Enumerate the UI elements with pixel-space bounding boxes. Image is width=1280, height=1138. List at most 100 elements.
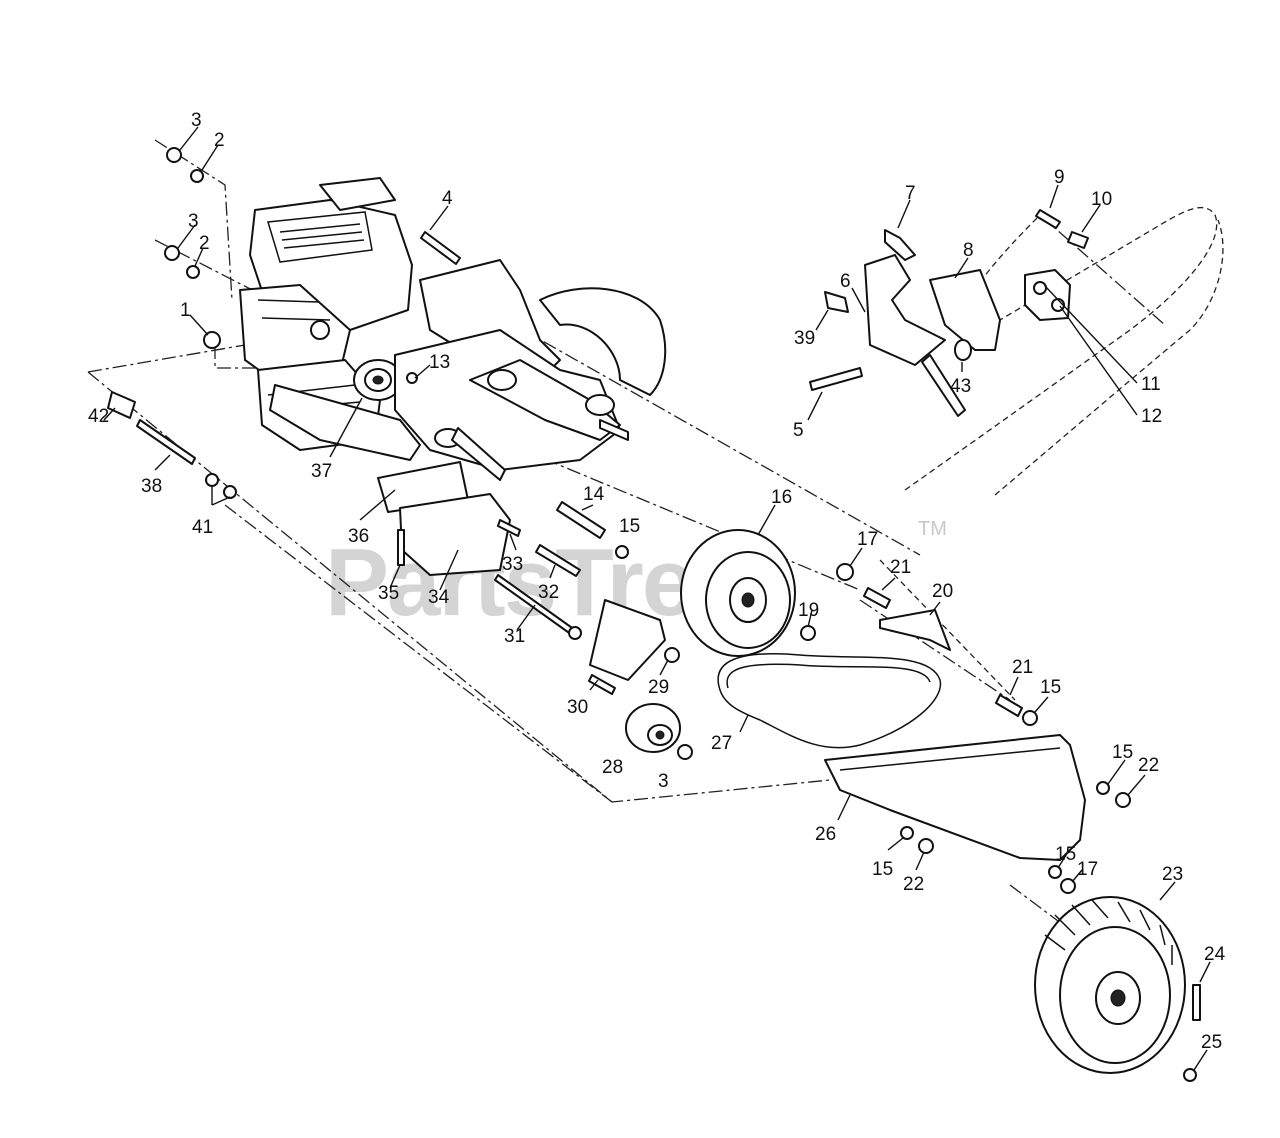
washer-41b [223, 485, 237, 499]
callout-c15d: 15 [872, 859, 893, 880]
nut-1 [203, 331, 221, 349]
callout-c3b: 3 [188, 211, 199, 232]
callout-c17a: 17 [857, 529, 878, 550]
washer-41a [205, 473, 219, 487]
callout-c6: 6 [840, 271, 851, 292]
idler-pulley-28 [625, 703, 681, 753]
stake-clip [1024, 269, 1071, 321]
callout-c30: 30 [567, 697, 588, 718]
bolt-35 [397, 529, 405, 566]
spacer-39 [824, 291, 849, 313]
transmission-frame [269, 259, 667, 481]
bolt-5 [809, 367, 863, 391]
guard-34 [399, 493, 511, 576]
washer-15b [1022, 710, 1038, 726]
callout-c8: 8 [963, 240, 974, 261]
washer-15e [1048, 865, 1062, 879]
bolt-30 [588, 674, 616, 695]
callout-c23: 23 [1162, 864, 1183, 885]
belt-27 [717, 653, 942, 749]
callout-c33: 33 [502, 554, 523, 575]
depth-stake-inset [809, 206, 1224, 496]
callout-c22a: 22 [1138, 755, 1159, 776]
callout-c5: 5 [793, 420, 804, 441]
belt-cover-26 [824, 734, 1086, 861]
callout-c19: 19 [798, 600, 819, 621]
callout-c39: 39 [794, 328, 815, 349]
callout-c25: 25 [1201, 1032, 1222, 1053]
spacer-21b [995, 694, 1023, 717]
bolt-4 [420, 231, 461, 265]
callout-c1: 1 [180, 300, 191, 321]
callout-c16: 16 [771, 487, 792, 508]
washer-15c [1096, 781, 1110, 795]
callout-c28: 28 [602, 757, 623, 778]
callout-c21b: 21 [1012, 657, 1033, 678]
key-19 [800, 625, 816, 641]
callout-c37: 37 [311, 461, 332, 482]
spacer-14 [556, 501, 606, 539]
callout-c13: 13 [429, 352, 450, 373]
callout-c12: 12 [1141, 406, 1162, 427]
callout-c15b: 15 [1040, 677, 1061, 698]
callout-c10: 10 [1091, 189, 1112, 210]
nut-3c [677, 744, 693, 760]
callout-c17b: 17 [1077, 859, 1098, 880]
callout-c3c: 3 [658, 771, 669, 792]
washer-15 [615, 545, 629, 559]
clip-25 [1183, 1068, 1197, 1082]
callout-c41: 41 [192, 517, 213, 538]
clip-10 [1067, 231, 1089, 249]
callout-c38: 38 [141, 476, 162, 497]
pin-43 [921, 354, 966, 417]
washer-2a [190, 169, 204, 183]
callout-c31: 31 [504, 626, 525, 647]
nut-29 [664, 647, 680, 663]
nut-3b [164, 245, 180, 261]
pin-24 [1192, 984, 1201, 1021]
callout-c24: 24 [1204, 944, 1226, 965]
callout-c9: 9 [1054, 167, 1065, 188]
callout-c43: 43 [950, 376, 971, 397]
callout-c11: 11 [1141, 374, 1161, 395]
callout-c42: 42 [88, 406, 109, 427]
callout-c15c: 15 [1112, 742, 1133, 763]
callout-c3a: 3 [191, 110, 202, 131]
callout-c15e: 15 [1055, 844, 1076, 865]
bolt-38 [136, 419, 196, 465]
callout-c22b: 22 [903, 874, 924, 895]
tine-pulley-16 [680, 529, 796, 657]
washer-2b [186, 265, 200, 279]
cap-22b [918, 838, 934, 854]
stud-32 [535, 544, 581, 577]
washer-15d [900, 826, 914, 840]
callout-c15a: 15 [619, 516, 640, 537]
spring-13 [406, 372, 418, 384]
engine [239, 177, 413, 451]
callout-c14: 14 [583, 484, 605, 505]
nut-3a [166, 147, 182, 163]
callout-c27: 27 [711, 733, 732, 754]
callout-c32: 32 [538, 582, 559, 603]
cap-22a [1115, 792, 1131, 808]
nut-17b [1060, 878, 1076, 894]
engine-pulley [353, 359, 403, 401]
callout-c35: 35 [378, 583, 399, 604]
pin-7 [884, 229, 916, 261]
callout-c7: 7 [905, 183, 916, 204]
callout-c34: 34 [428, 587, 450, 608]
spacer-42 [107, 391, 136, 419]
bolt-9 [1035, 209, 1061, 229]
watermark-trademark: TM [918, 518, 947, 540]
nut-17 [836, 563, 854, 581]
watermark: PartsTree [325, 529, 745, 636]
bracket-20 [879, 609, 951, 651]
callout-c4: 4 [442, 188, 453, 209]
callout-c20: 20 [932, 581, 953, 602]
leader-lines [103, 126, 1211, 1071]
bolt-33 [497, 519, 521, 537]
callout-c29: 29 [648, 677, 669, 698]
callout-c2a: 2 [214, 130, 225, 151]
callout-c21a: 21 [890, 557, 911, 578]
